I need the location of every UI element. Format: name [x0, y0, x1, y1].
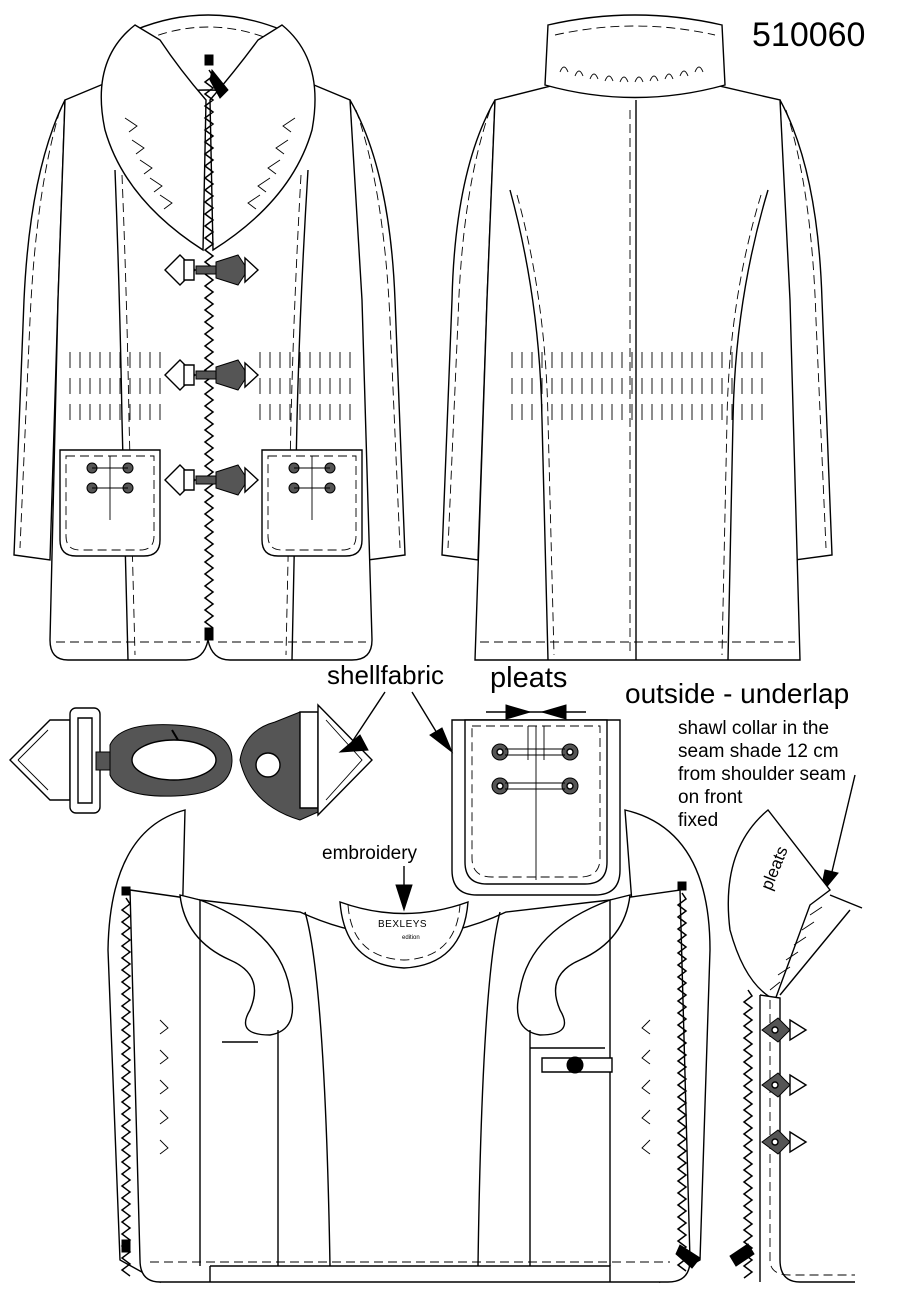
underlap-toggle-2: [762, 1073, 806, 1097]
note-line: from shoulder seam: [678, 764, 846, 785]
note-line: seam shade 12 cm: [678, 741, 839, 762]
back-pleat-band: [512, 352, 762, 420]
style-number: 510060: [752, 16, 866, 54]
toggle-detail: [10, 705, 372, 820]
front-toggle-3: [165, 465, 258, 495]
note-line: on front: [678, 787, 743, 808]
front-right-lapel: [210, 25, 315, 250]
front-zipper: [205, 70, 213, 628]
note-line: fixed: [678, 810, 719, 831]
back-view: [442, 15, 832, 660]
back-body: [475, 78, 800, 660]
front-left-pocket: [60, 450, 160, 556]
shellfabric-label: shellfabric: [327, 660, 445, 690]
front-right-sleeve: [350, 100, 405, 560]
front-left-sleeve: [14, 100, 65, 560]
front-toggle-1: [165, 255, 258, 285]
pocket-detail: [452, 705, 620, 895]
front-left-lapel: [101, 25, 206, 250]
outside-underlap-label: outside - underlap: [625, 678, 850, 709]
inside-view: [108, 810, 710, 1282]
brand-embroidery-text: BEXLEYS: [378, 919, 428, 930]
shawl-collar-note: shawl collar in the seam shade 12 cm fro…: [678, 717, 893, 832]
front-toggle-2: [165, 360, 258, 390]
underlap-toggle-1: [762, 1018, 806, 1042]
front-pleat-band: [70, 352, 350, 420]
front-right-pocket: [262, 450, 362, 556]
underlap-detail: [728, 810, 862, 1282]
pleats-label: pleats: [490, 662, 568, 694]
embroidery-label: embroidery: [322, 843, 418, 864]
back-collar: [545, 15, 725, 98]
front-view: [14, 15, 405, 660]
note-line: shawl collar in the: [678, 718, 830, 739]
brand-embroidery-subtext: edition: [402, 935, 420, 941]
underlap-toggle-3: [762, 1130, 806, 1154]
